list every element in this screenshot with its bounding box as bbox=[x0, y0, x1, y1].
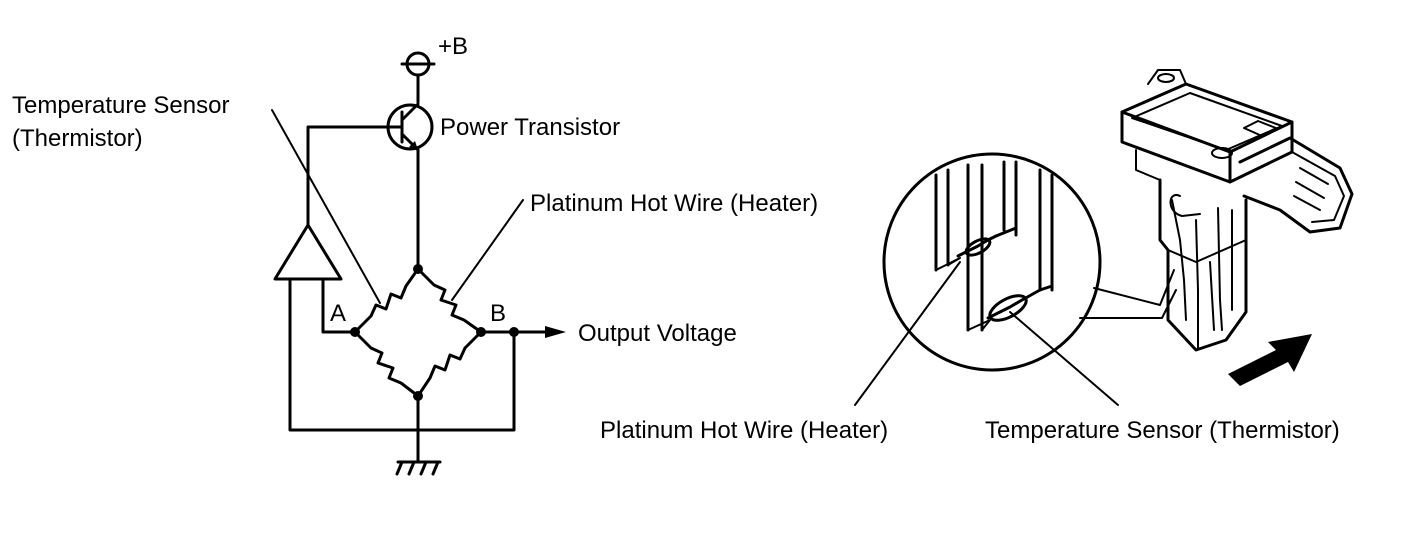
resistor-thermistor bbox=[353, 267, 420, 334]
temp-sensor-label-line1: Temperature Sensor bbox=[12, 92, 229, 119]
resistor-hot-wire bbox=[416, 267, 483, 334]
temp-sensor-label-line2: (Thermistor) bbox=[12, 125, 143, 152]
supply-label: +B bbox=[438, 33, 468, 60]
amp-input-a-wire bbox=[321, 277, 357, 334]
temp-sensor-leader bbox=[271, 109, 381, 304]
junction-bottom bbox=[413, 391, 423, 401]
wheatstone-bridge bbox=[353, 267, 483, 398]
output-arrow bbox=[545, 326, 566, 338]
node-b-label: B bbox=[490, 300, 506, 327]
mounting-tab bbox=[1147, 69, 1187, 85]
detail-hot-wire-leader bbox=[854, 261, 961, 406]
resistor-lower-right bbox=[416, 330, 483, 398]
transistor-label: Power Transistor bbox=[440, 114, 620, 141]
resistor-lower-left bbox=[353, 330, 420, 398]
junction-b bbox=[476, 327, 486, 337]
zoom-line-lower bbox=[1079, 289, 1177, 319]
base-feedback-wire bbox=[306, 125, 390, 227]
junction-top bbox=[413, 264, 423, 274]
hot-wire-leader bbox=[451, 199, 524, 301]
junction-output bbox=[509, 327, 519, 337]
sensor-illustration: Platinum Hot Wire (Heater) Temperature S… bbox=[600, 69, 1354, 444]
amp-input-b-wire bbox=[288, 277, 516, 432]
junction-a bbox=[350, 327, 360, 337]
circuit-schematic: +B Power Transistor Temperature Sensor (… bbox=[12, 33, 818, 476]
detail-temp-sensor-leader bbox=[1009, 311, 1119, 406]
hot-wire-label: Platinum Hot Wire (Heater) bbox=[530, 190, 818, 217]
detail-hot-wire-label: Platinum Hot Wire (Heater) bbox=[600, 417, 888, 444]
magnified-detail bbox=[882, 152, 1102, 372]
zoom-line-upper bbox=[1093, 269, 1175, 306]
supply-terminal bbox=[400, 51, 436, 104]
air-flow-arrow bbox=[1228, 334, 1312, 386]
power-transistor bbox=[386, 102, 434, 152]
op-amp bbox=[273, 223, 343, 281]
output-voltage-label: Output Voltage bbox=[578, 320, 737, 347]
sensor-housing bbox=[1120, 82, 1354, 352]
node-a-label: A bbox=[330, 300, 346, 327]
detail-temp-sensor-label: Temperature Sensor (Thermistor) bbox=[985, 417, 1340, 444]
ground-symbol bbox=[395, 394, 442, 476]
